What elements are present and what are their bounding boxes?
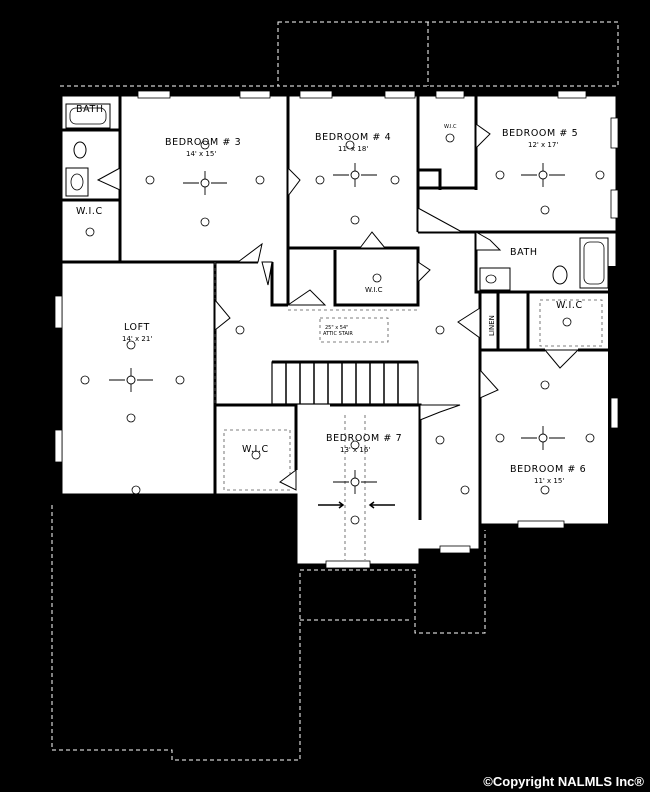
attic-stair-label: ATTIC STAIR xyxy=(323,331,353,337)
bedroom6-label: BEDROOM # 6 xyxy=(510,464,586,475)
windows xyxy=(54,90,619,569)
fan-icon xyxy=(333,470,377,494)
fan-icon xyxy=(183,171,227,195)
linen-label: LINEN xyxy=(488,315,496,336)
ceiling-lines xyxy=(214,262,603,560)
wic-left-label: W.I.C xyxy=(76,206,103,217)
bedroom3-size: 14' x 15' xyxy=(186,150,216,158)
roof-outline-top xyxy=(60,21,619,87)
doors xyxy=(96,123,580,491)
copyright-watermark: ©Copyright NALMLS Inc® xyxy=(483,774,644,789)
bath-upper-left-label: BATH xyxy=(76,104,104,115)
direction-arrows xyxy=(318,501,395,509)
bath-fixtures xyxy=(65,103,609,291)
wic-lower-label: W.I.C xyxy=(242,444,269,455)
loft-size: 14' x 21' xyxy=(122,335,152,343)
fan-icon xyxy=(333,163,377,187)
attic-stair-size: 25" x 54" xyxy=(325,325,348,331)
room-fills xyxy=(62,96,617,565)
bath-right-label: BATH xyxy=(510,247,538,258)
ceiling-fans xyxy=(109,163,565,494)
bedroom4-label: BEDROOM # 4 xyxy=(315,132,391,143)
bedroom5-size: 12' x 17' xyxy=(528,141,558,149)
room-labels: BATH BEDROOM # 3 14' x 15' BEDROOM # 4 1… xyxy=(76,104,586,485)
wic-b5-label: W.I.C xyxy=(444,124,457,130)
bedroom3-label: BEDROOM # 3 xyxy=(165,137,241,148)
wic-right-label: W.I.C xyxy=(556,300,583,311)
fan-icon xyxy=(521,163,565,187)
fan-icon xyxy=(521,426,565,450)
bedroom5-label: BEDROOM # 5 xyxy=(502,128,578,139)
stair xyxy=(271,360,419,405)
recessed-lights xyxy=(80,133,605,525)
bedroom4-size: 11' x 18' xyxy=(338,145,368,153)
bedroom7-size: 13' x 16' xyxy=(340,446,370,454)
fan-icon xyxy=(109,368,153,392)
first-floor-outline xyxy=(51,505,486,761)
wic-center-label: W.I.C xyxy=(365,286,383,294)
loft-label: LOFT xyxy=(124,322,150,333)
bedroom6-size: 11' x 15' xyxy=(534,477,564,485)
bedroom7-label: BEDROOM # 7 xyxy=(326,433,402,444)
